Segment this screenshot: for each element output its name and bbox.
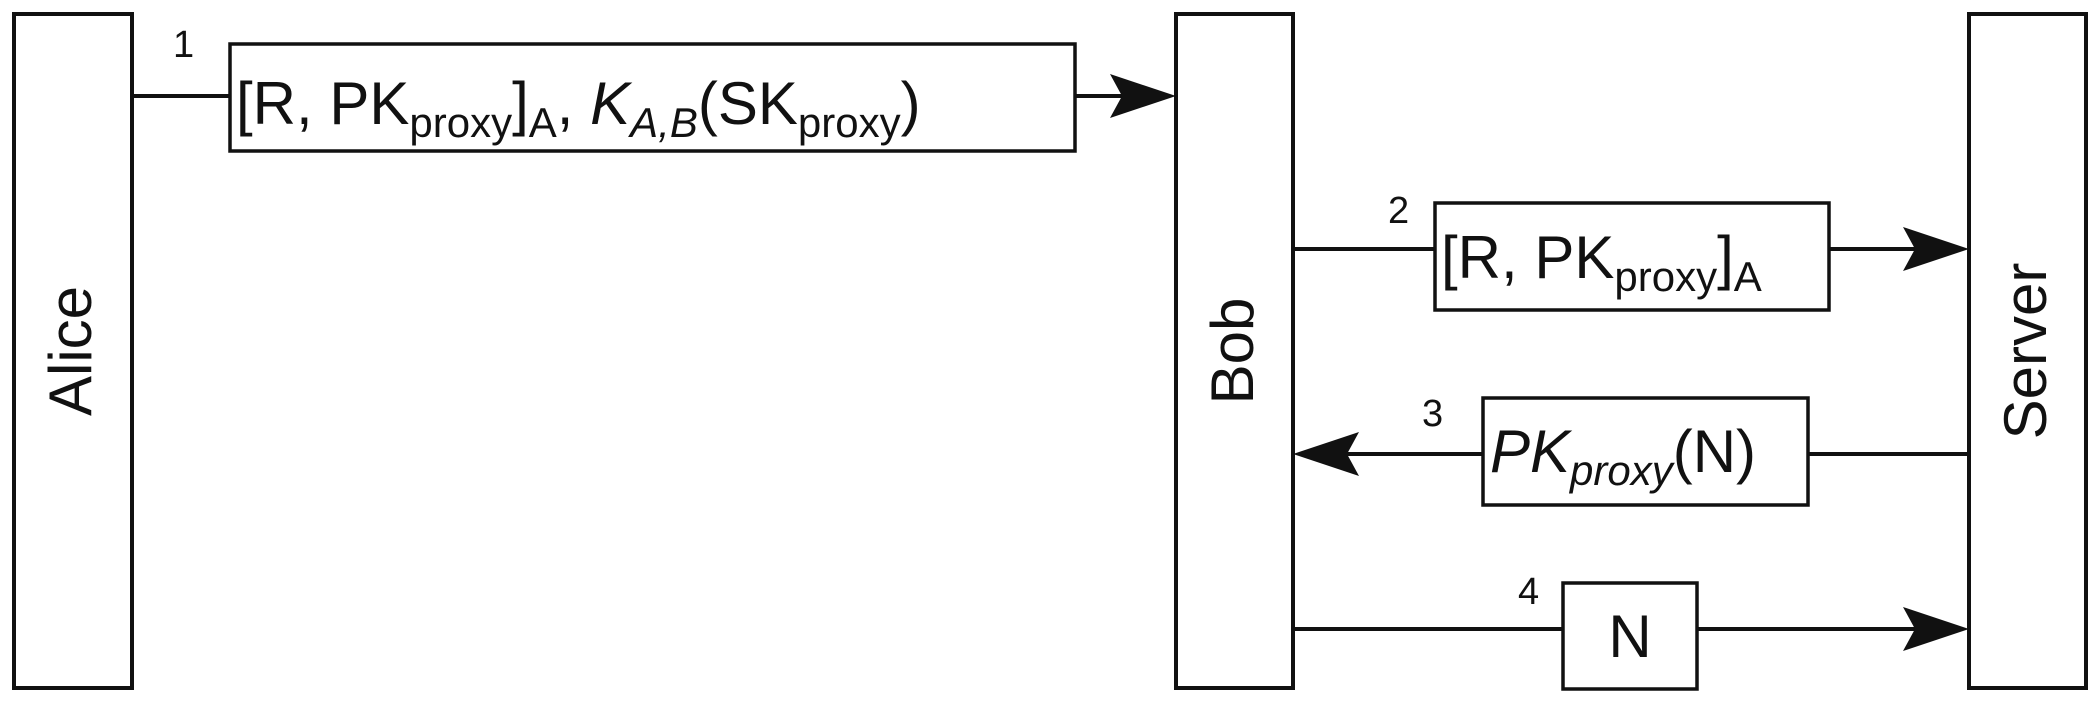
arrowhead-right-icon: [1110, 74, 1176, 118]
message-4-label: N: [1608, 603, 1651, 670]
message-1: 1 [R, PKproxy]A, KA,B(SKproxy): [132, 24, 1176, 153]
message-1-label: [R, PKproxy]A, KA,B(SKproxy): [236, 70, 921, 146]
arrowhead-left-icon: [1293, 432, 1359, 476]
message-4: 4 N: [1293, 571, 1969, 691]
actor-server-label: Server: [1992, 263, 2059, 440]
actor-server: Server: [1967, 12, 2088, 690]
actor-alice: Alice: [12, 12, 134, 690]
message-3-label: PKproxy(N): [1490, 418, 1756, 494]
message-1-number: 1: [173, 24, 194, 66]
actor-bob-label: Bob: [1199, 298, 1266, 405]
message-4-number: 4: [1518, 571, 1539, 613]
message-3-number: 3: [1422, 393, 1443, 435]
message-2-label: [R, PKproxy]A: [1441, 224, 1762, 300]
arrowhead-right-icon: [1903, 607, 1969, 651]
message-2-number: 2: [1388, 190, 1409, 232]
actor-bob: Bob: [1174, 12, 1295, 690]
message-3: 3 PKproxy(N): [1293, 393, 1969, 507]
message-2: 2 [R, PKproxy]A: [1293, 190, 1969, 312]
arrowhead-right-icon: [1903, 227, 1969, 271]
actor-alice-label: Alice: [37, 286, 104, 416]
